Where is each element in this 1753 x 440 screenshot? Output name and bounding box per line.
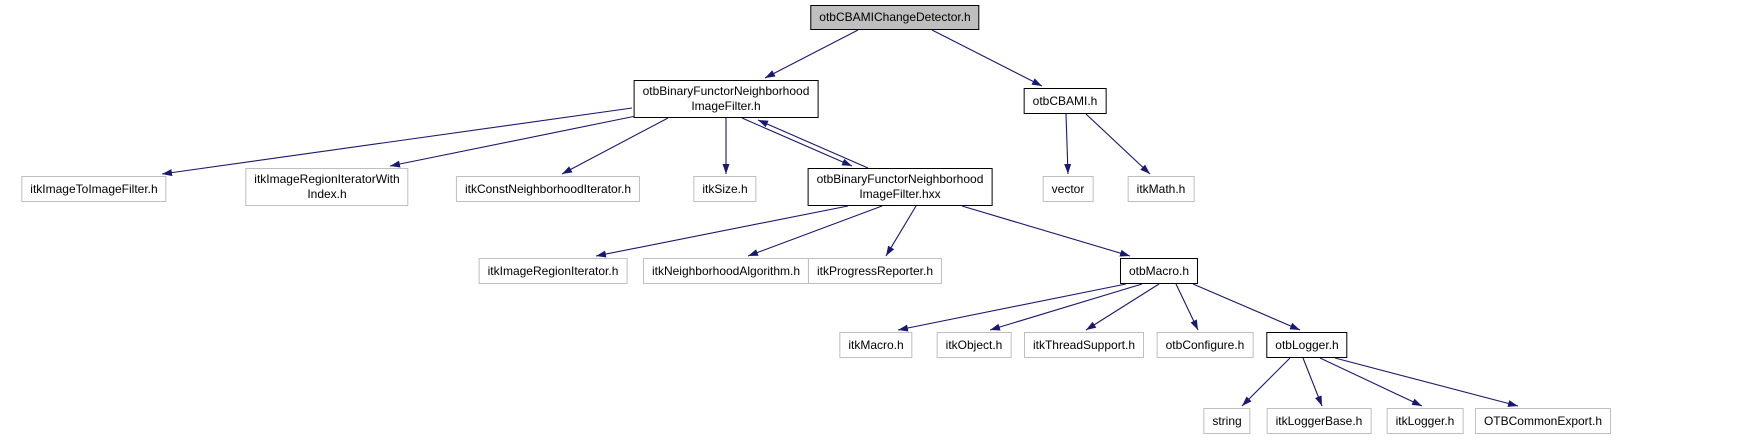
graph-node-const-neighborhood-iterator[interactable]: itkConstNeighborhoodIterator.h (455, 176, 641, 202)
edge-binary-functor-h-const-neigh (561, 117, 669, 175)
graph-node-root[interactable]: otbCBAMIChangeDetector.h (810, 5, 980, 30)
graph-node-common-export[interactable]: OTBCommonExport.h (1474, 408, 1612, 434)
edge-binary-functor-h-image-to-image (161, 107, 633, 177)
edge-logger-common-export (1334, 357, 1519, 407)
edge-otb-macro-configure (1175, 283, 1199, 331)
graph-node-otb-macro[interactable]: otbMacro.h (1119, 258, 1199, 284)
graph-node-thread-support[interactable]: itkThreadSupport.h (1023, 332, 1145, 358)
graph-node-math-h[interactable]: itkMath.h (1127, 176, 1195, 202)
edge-hxx-binary-functor-h (757, 119, 869, 169)
edge-otb-macro-logger (1192, 283, 1301, 331)
graph-node-itk-macro[interactable]: itkMacro.h (839, 332, 913, 358)
edge-otb-macro-thread-support (1085, 283, 1160, 331)
graph-node-itk-object[interactable]: itkObject.h (936, 332, 1012, 358)
graph-node-progress-reporter[interactable]: itkProgressReporter.h (807, 258, 943, 284)
edge-hxx-progress-reporter (885, 205, 917, 257)
edge-binary-functor-h-with-index (389, 115, 637, 168)
graph-node-logger-h[interactable]: otbLogger.h (1266, 332, 1348, 358)
edge-logger-logger-base (1302, 357, 1323, 407)
graph-node-configure-h[interactable]: otbConfigure.h (1156, 332, 1254, 358)
edge-cbami-h-vector (1064, 113, 1072, 175)
edge-otb-macro-itk-object (989, 283, 1143, 331)
graph-node-cbami-h[interactable]: otbCBAMI.h (1023, 88, 1107, 114)
edge-binary-functor-h-hxx (741, 117, 853, 167)
edge-hxx-otb-macro (961, 205, 1131, 257)
graph-node-binary-functor-h[interactable]: otbBinaryFunctorNeighborhood ImageFilter… (633, 80, 819, 118)
edge-otb-macro-itk-macro (897, 283, 1127, 332)
graph-node-logger-base[interactable]: itkLoggerBase.h (1266, 408, 1372, 434)
graph-node-vector[interactable]: vector (1042, 176, 1094, 202)
graph-node-neighborhood-algorithm[interactable]: itkNeighborhoodAlgorithm.h (642, 258, 810, 284)
edge-root-cbami-h (931, 29, 1043, 87)
graph-node-size-h[interactable]: itkSize.h (693, 176, 757, 202)
edge-hxx-image-region-iterator (595, 205, 849, 258)
graph-node-itk-logger[interactable]: itkLogger.h (1386, 408, 1464, 434)
graph-node-image-region-iterator[interactable]: itkImageRegionIterator.h (478, 258, 628, 284)
edge-logger-itk-logger (1319, 357, 1423, 407)
edge-hxx-neighborhood-algorithm (747, 205, 883, 257)
graph-node-image-to-image-filter[interactable]: itkImageToImageFilter.h (21, 176, 167, 202)
edge-logger-string (1241, 357, 1291, 407)
edge-cbami-h-math (1085, 113, 1151, 175)
graph-node-region-iterator-with-index[interactable]: itkImageRegionIteratorWith Index.h (245, 168, 409, 206)
graph-node-binary-functor-hxx[interactable]: otbBinaryFunctorNeighborhood ImageFilter… (807, 168, 993, 206)
graph-node-string[interactable]: string (1203, 408, 1251, 434)
edge-root-binary-functor-h (764, 29, 859, 79)
